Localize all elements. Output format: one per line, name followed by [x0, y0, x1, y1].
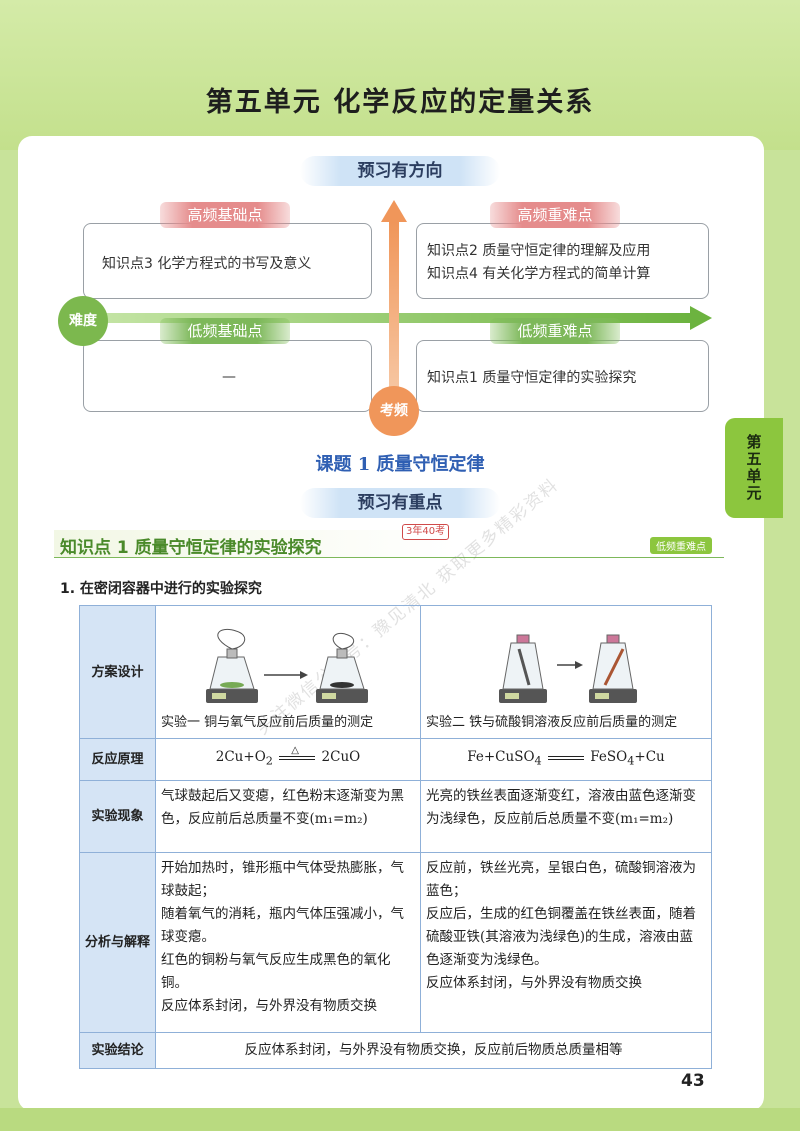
- eq1-subscript: 2: [265, 754, 273, 768]
- side-tab-unit[interactable]: 第五单元: [725, 418, 783, 518]
- quadrant-item: —: [222, 369, 236, 385]
- page-number: 43: [681, 1071, 705, 1091]
- analysis-line: 开始加热时，锥形瓶中气体受热膨胀，气球鼓起；: [161, 860, 404, 899]
- frequency-axis-label: 考频: [369, 386, 419, 436]
- exam-frequency-tag: 3年40考: [402, 524, 450, 540]
- exp1-caption: 实验一 铜与氧气反应前后质量的测定: [161, 715, 374, 730]
- difficulty-badge: 低频重难点: [650, 537, 712, 554]
- analysis-line: 反应体系封闭，与外界没有物质交换: [426, 975, 642, 991]
- x-axis-arrow: [690, 306, 712, 330]
- exp1-apparatus-illustration: [206, 629, 368, 703]
- eq2-products: FeSO: [590, 749, 628, 766]
- preview-direction-heading: 预习有方向: [300, 156, 500, 186]
- knowledge-point-title: 知识点 1 质量守恒定律的实验探究: [60, 538, 322, 558]
- analysis-line: 随着氧气的消耗，瓶内气体压强减小，气球变瘪。: [161, 906, 404, 945]
- quadrant-item: 知识点2 质量守恒定律的理解及应用: [427, 243, 651, 259]
- eq2-subscript: 4: [534, 754, 542, 768]
- quadrant-bottom-left: —: [83, 340, 372, 412]
- row-header: 反应原理: [79, 738, 156, 781]
- exp2-analysis: 反应前，铁丝光亮，呈银白色，硫酸铜溶液为蓝色； 反应后，生成的红色铜覆盖在铁丝表…: [420, 852, 712, 1033]
- exp1-phenomenon: 气球鼓起后又变瘪，红色粉末逐渐变为黑色，反应前后总质量不变(m₁=m₂): [155, 780, 421, 853]
- row-header: 实验结论: [79, 1032, 156, 1069]
- quadrant-axes: [80, 200, 712, 400]
- label-high-basic: 高频基础点: [160, 202, 290, 228]
- eq1-products: 2CuO: [321, 749, 361, 766]
- table-row: 反应原理 2Cu+O2 △ 2CuO Fe+CuSO4 FeSO4+Cu: [79, 738, 712, 781]
- analysis-line: 反应后，生成的红色铜覆盖在铁丝表面，随着硫酸亚铁(其溶液为浅绿色)的生成，溶液由…: [426, 906, 696, 968]
- exp1-analysis: 开始加热时，锥形瓶中气体受热膨胀，气球鼓起； 随着氧气的消耗，瓶内气体压强减小，…: [155, 852, 421, 1033]
- bottom-band: [0, 1108, 800, 1131]
- row-header: 方案设计: [79, 605, 156, 739]
- quadrant-item: 知识点4 有关化学方程式的简单计算: [427, 266, 651, 282]
- row-header: 分析与解释: [79, 852, 156, 1033]
- label-low-basic: 低频基础点: [160, 318, 290, 344]
- label-high-difficult: 高频重难点: [490, 202, 620, 228]
- eq2-equal-sign: [546, 755, 586, 760]
- table-row: 实验结论 反应体系封闭，与外界没有物质交换，反应前后物质总质量相等: [79, 1032, 712, 1069]
- quadrant-top-left: 知识点3 化学方程式的书写及意义: [83, 223, 372, 299]
- exp2-phenomenon: 光亮的铁丝表面逐渐变红，溶液由蓝色逐渐变为浅绿色，反应前后总质量不变(m₁=m₂…: [420, 780, 712, 853]
- exp2-equation: Fe+CuSO4 FeSO4+Cu: [420, 738, 712, 781]
- exp2-apparatus-illustration: [499, 634, 637, 703]
- analysis-line: 反应前，铁丝光亮，呈银白色，硫酸铜溶液为蓝色；: [426, 860, 696, 899]
- table-row: 分析与解释 开始加热时，锥形瓶中气体受热膨胀，气球鼓起； 随着氧气的消耗，瓶内气…: [79, 852, 712, 1033]
- exp1-design-cell: 实验一 铜与氧气反应前后质量的测定: [155, 605, 421, 739]
- exp1-equation: 2Cu+O2 △ 2CuO: [155, 738, 421, 781]
- eq1-condition: △: [291, 744, 299, 756]
- eq2-tail: +Cu: [634, 749, 665, 766]
- x-axis-bar: [80, 313, 690, 323]
- difficulty-axis-label: 难度: [58, 296, 108, 346]
- y-axis-arrow: [381, 200, 407, 222]
- experiment-table: 方案设计 实验一 铜与氧气反应前后质量的测定: [79, 605, 712, 1069]
- section-title: 1. 在密闭容器中进行的实验探究: [60, 581, 262, 597]
- quadrant-item: 知识点3 化学方程式的书写及意义: [102, 256, 312, 272]
- quadrant-bottom-right: 知识点1 质量守恒定律的实验探究: [416, 340, 709, 412]
- y-axis-bar: [389, 222, 399, 400]
- exp2-caption: 实验二 铁与硫酸铜溶液反应前后质量的测定: [426, 715, 678, 730]
- eq1-condition-arrow: △: [277, 745, 317, 760]
- table-row: 方案设计 实验一 铜与氧气反应前后质量的测定: [79, 605, 712, 739]
- header-band: [0, 0, 800, 150]
- conclusion-cell: 反应体系封闭，与外界没有物质交换，反应前后物质总质量相等: [155, 1032, 712, 1069]
- row-header: 实验现象: [79, 780, 156, 853]
- eq2-product-subscript: 4: [627, 754, 635, 768]
- analysis-line: 红色的铜粉与氧气反应生成黑色的氧化铜。: [161, 952, 391, 991]
- eq2-reactants: Fe+CuSO: [467, 749, 535, 766]
- eq1-reactants: 2Cu+O: [215, 749, 266, 766]
- label-low-difficult: 低频重难点: [490, 318, 620, 344]
- lesson-title: 课题 1 质量守恒定律: [315, 454, 485, 475]
- quadrant-item: 知识点1 质量守恒定律的实验探究: [427, 370, 637, 386]
- preview-key-heading: 预习有重点: [300, 488, 500, 518]
- unit-title: 第五单元 化学反应的定量关系: [205, 87, 595, 118]
- quadrant-top-right: 知识点2 质量守恒定律的理解及应用 知识点4 有关化学方程式的简单计算: [416, 223, 709, 299]
- knowledge-point-bar: 知识点 1 质量守恒定律的实验探究 3年40考 低频重难点: [54, 524, 724, 558]
- table-row: 实验现象 气球鼓起后又变瘪，红色粉末逐渐变为黑色，反应前后总质量不变(m₁=m₂…: [79, 780, 712, 853]
- analysis-line: 反应体系封闭，与外界没有物质交换: [161, 998, 377, 1014]
- exp2-design-cell: 实验二 铁与硫酸铜溶液反应前后质量的测定: [420, 605, 712, 739]
